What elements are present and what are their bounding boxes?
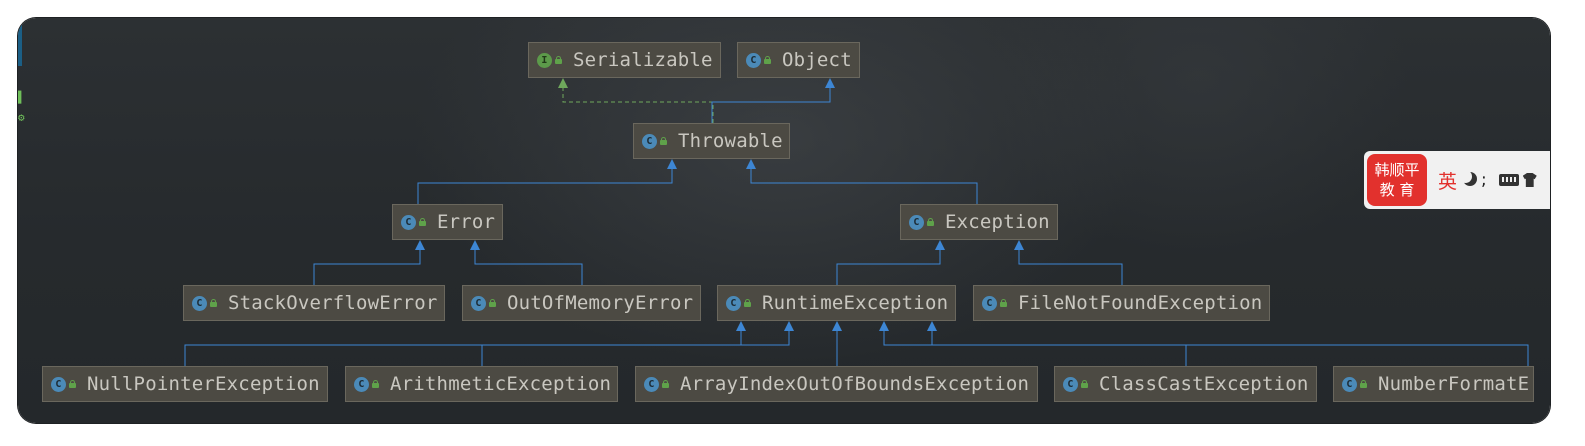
edge-error-to-throwable <box>417 168 673 204</box>
edge-filenotfoundexception-to-exception <box>1018 249 1123 285</box>
node-label: RuntimeException <box>762 292 949 314</box>
class-icon: C <box>1342 376 1357 392</box>
ime-logo-line1: 韩顺平 <box>1374 161 1420 179</box>
node-classcastexception[interactable]: C ClassCastException <box>1054 366 1317 402</box>
node-label: FileNotFoundException <box>1018 292 1263 314</box>
node-numberformatexception[interactable]: C NumberFormatE <box>1333 366 1534 402</box>
class-icon: C <box>642 133 657 149</box>
class-icon: C <box>982 295 997 311</box>
node-stackoverflowerror[interactable]: C StackOverflowError <box>183 285 445 321</box>
node-label: NumberFormatE <box>1378 373 1530 395</box>
ime-punctuation-toggle[interactable]: ; <box>1481 170 1487 190</box>
diagram-canvas: ▌⚙ I Serializable C Object C Throwable C… <box>18 18 1550 423</box>
node-label: StackOverflowError <box>228 292 438 314</box>
public-lock-icon <box>927 218 936 226</box>
public-lock-icon <box>764 56 773 64</box>
edge-numberformatexception-to-runtimeexception <box>931 330 1529 366</box>
moon-icon[interactable] <box>1459 170 1478 188</box>
edge-outofmemoryerror-to-error <box>474 249 583 285</box>
public-lock-icon <box>660 137 669 145</box>
class-icon: C <box>644 376 659 392</box>
node-label: Serializable <box>573 49 713 71</box>
node-label: ArrayIndexOutOfBoundsException <box>680 373 1030 395</box>
public-lock-icon <box>210 299 219 307</box>
public-lock-icon <box>1360 380 1369 388</box>
node-label: Throwable <box>678 130 783 152</box>
arrowhead-outofmemoryerror-to-error <box>470 240 480 250</box>
node-runtimeexception[interactable]: C RuntimeException <box>717 285 956 321</box>
node-error[interactable]: C Error <box>392 204 503 240</box>
node-label: NullPointerException <box>87 373 320 395</box>
node-outofmemoryerror[interactable]: C OutOfMemoryError <box>462 285 701 321</box>
node-label: ArithmeticException <box>390 373 612 395</box>
public-lock-icon <box>69 380 78 388</box>
keyboard-icon[interactable] <box>1498 174 1519 186</box>
arrowhead-stackoverflowerror-to-error <box>415 240 425 250</box>
arrowhead-arrayindexoutofboundsexception-to-runtimeexception <box>832 321 842 331</box>
arrowhead-arithmeticexception-to-runtimeexception <box>784 321 794 331</box>
class-icon: C <box>1063 376 1078 392</box>
skin-shirt-icon[interactable] <box>1522 173 1537 187</box>
arrowhead-classcastexception-to-runtimeexception <box>879 321 889 331</box>
edge-stackoverflowerror-to-error <box>313 249 421 285</box>
public-lock-icon <box>1081 380 1090 388</box>
edge-exception-to-throwable <box>750 168 978 204</box>
ime-toolbar[interactable]: 韩顺平 教 育 英 ; <box>1364 151 1550 209</box>
arrowhead-throwable-to-serializable <box>558 78 568 88</box>
arrowhead-numberformatexception-to-runtimeexception <box>927 321 937 331</box>
public-lock-icon <box>662 380 671 388</box>
node-label: Error <box>437 211 496 233</box>
public-lock-icon <box>744 299 753 307</box>
node-throwable[interactable]: C Throwable <box>633 123 790 159</box>
class-icon: C <box>192 295 207 311</box>
node-label: Object <box>782 49 852 71</box>
ime-language-toggle[interactable]: 英 <box>1438 170 1458 193</box>
class-icon: C <box>726 295 741 311</box>
class-icon: C <box>746 52 761 68</box>
left-edge-strip <box>18 18 22 66</box>
node-arrayindexoutofboundsexception[interactable]: C ArrayIndexOutOfBoundsException <box>635 366 1038 402</box>
interface-icon: I <box>537 52 552 68</box>
arrowhead-error-to-throwable <box>667 159 677 169</box>
edge-throwable-to-object <box>711 87 831 123</box>
node-label: OutOfMemoryError <box>507 292 694 314</box>
public-lock-icon <box>555 56 564 64</box>
node-filenotfoundexception[interactable]: C FileNotFoundException <box>973 285 1270 321</box>
edge-classcastexception-to-runtimeexception <box>883 330 1187 366</box>
class-icon: C <box>909 214 924 230</box>
node-object[interactable]: C Object <box>737 42 860 78</box>
public-lock-icon <box>419 218 428 226</box>
public-lock-icon <box>372 380 381 388</box>
node-arithmeticexception[interactable]: C ArithmeticException <box>345 366 618 402</box>
node-label: ClassCastException <box>1099 373 1309 395</box>
edge-throwable-to-serializable <box>562 87 714 123</box>
node-nullpointerexception[interactable]: C NullPointerException <box>42 366 328 402</box>
ime-logo-line2: 教 育 <box>1379 181 1415 199</box>
class-icon: C <box>401 214 416 230</box>
node-label: Exception <box>945 211 1050 233</box>
public-lock-icon <box>489 299 498 307</box>
arrowhead-exception-to-throwable <box>746 159 756 169</box>
edge-runtimeexception-to-exception <box>836 249 941 285</box>
class-icon: C <box>51 376 66 392</box>
arrowhead-runtimeexception-to-exception <box>935 240 945 250</box>
node-serializable[interactable]: I Serializable <box>528 42 721 78</box>
ime-logo[interactable]: 韩顺平 教 育 <box>1367 154 1427 206</box>
edge-arithmeticexception-to-runtimeexception <box>481 330 790 366</box>
arrowhead-throwable-to-object <box>825 78 835 88</box>
arrowhead-nullpointerexception-to-runtimeexception <box>736 321 746 331</box>
left-edge-marks: ▌⚙ <box>18 91 25 124</box>
edges-layer <box>184 78 1529 366</box>
class-icon: C <box>354 376 369 392</box>
class-icon: C <box>471 295 486 311</box>
arrowhead-filenotfoundexception-to-exception <box>1014 240 1024 250</box>
public-lock-icon <box>1000 299 1009 307</box>
node-exception[interactable]: C Exception <box>900 204 1058 240</box>
edge-nullpointerexception-to-runtimeexception <box>184 330 742 366</box>
